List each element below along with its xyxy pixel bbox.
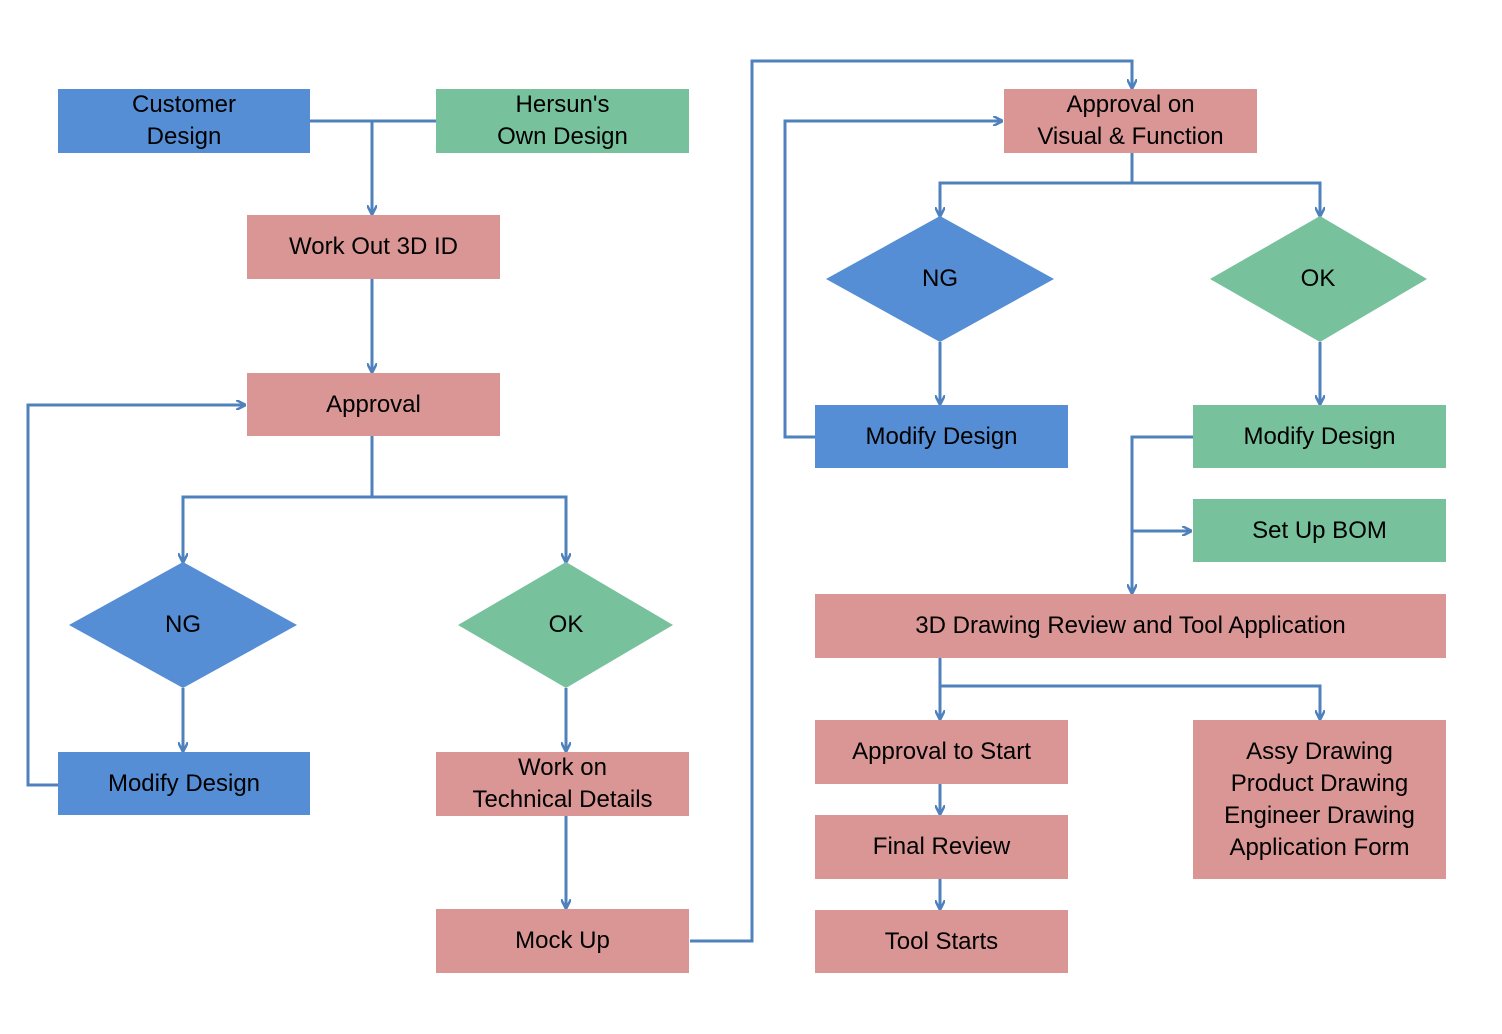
customer-design-box: Customer Design [58, 89, 310, 153]
connector-visual-to-ok [1132, 181, 1320, 215]
hersun-design-line-1: Hersun's [515, 91, 610, 118]
modify-design-left-box: Modify Design [58, 752, 310, 815]
customer-design-line-2: Design [146, 123, 222, 150]
drawing-review-box: 3D Drawing Review and Tool Application [815, 594, 1446, 658]
hersun-design-line-2: Own Design [497, 123, 628, 150]
drawing-review-label: 3D Drawing Review and Tool Application [915, 612, 1346, 639]
approval-to-start-label: Approval to Start [852, 738, 1031, 765]
work-on-technical-line-1: Work on [518, 754, 607, 781]
approval-box: Approval [247, 373, 500, 436]
set-up-bom-label: Set Up BOM [1252, 516, 1387, 544]
mock-up-box: Mock Up [436, 909, 689, 973]
modify-design-right-green-box: Modify Design [1193, 405, 1446, 468]
connector-modify-right-loop [783, 121, 1001, 439]
approval-visual-box: Approval on Visual & Function [1004, 89, 1257, 153]
modify-design-left-label: Modify Design [107, 769, 261, 797]
modify-design-right-green-label: Modify Design [1243, 422, 1396, 450]
ok-right-diamond [1210, 216, 1427, 342]
ok-right-label: OK [1300, 265, 1336, 292]
final-review-box: Final Review [815, 815, 1068, 879]
connector-approval-to-ok [372, 495, 566, 561]
ng-right-label: NG [922, 265, 958, 292]
work-out-3d-label: Work Out 3D ID [289, 233, 458, 260]
ok-left-diamond [458, 562, 673, 688]
drawings-line-1: Assy Drawing [1246, 737, 1393, 765]
connector-modify-branch [1132, 435, 1193, 592]
mock-up-label: Mock Up [515, 927, 610, 954]
ng-right-diamond [826, 216, 1054, 342]
connector-approval-split [183, 436, 374, 561]
hersun-design-box: Hersun's Own Design [436, 89, 689, 153]
modify-design-right-blue-box: Modify Design [815, 405, 1068, 468]
work-on-technical-box: Work on Technical Details [436, 752, 689, 816]
tool-starts-label: Tool Starts [884, 927, 999, 955]
approval-to-start-box: Approval to Start [815, 720, 1068, 784]
set-up-bom-box: Set Up BOM [1193, 499, 1446, 562]
modify-design-right-blue-label: Modify Design [865, 422, 1018, 450]
tool-starts-box: Tool Starts [815, 910, 1068, 973]
ok-left-label: OK [548, 611, 584, 638]
ng-left-label: NG [165, 611, 201, 638]
drawings-line-3: Engineer Drawing [1224, 801, 1415, 829]
connector-modify-loop [26, 405, 244, 787]
work-on-technical-line-2: Technical Details [472, 786, 653, 813]
drawings-line-4: Application Form [1229, 833, 1410, 861]
work-out-3d-box: Work Out 3D ID [247, 215, 500, 279]
connector-visual-split [940, 152, 1134, 215]
approval-visual-line-2: Visual & Function [1037, 123, 1224, 150]
connector-review-to-drawings [940, 684, 1320, 718]
ng-left-diamond [69, 562, 297, 688]
drawings-line-2: Product Drawing [1230, 769, 1409, 797]
customer-design-line-1: Customer [131, 91, 237, 118]
drawings-box: Assy Drawing Product Drawing Engineer Dr… [1193, 720, 1446, 879]
final-review-label: Final Review [872, 833, 1011, 860]
connector-mockup-to-visual [690, 59, 1132, 943]
approval-visual-line-1: Approval on [1066, 91, 1195, 118]
approval-label: Approval [326, 390, 421, 418]
